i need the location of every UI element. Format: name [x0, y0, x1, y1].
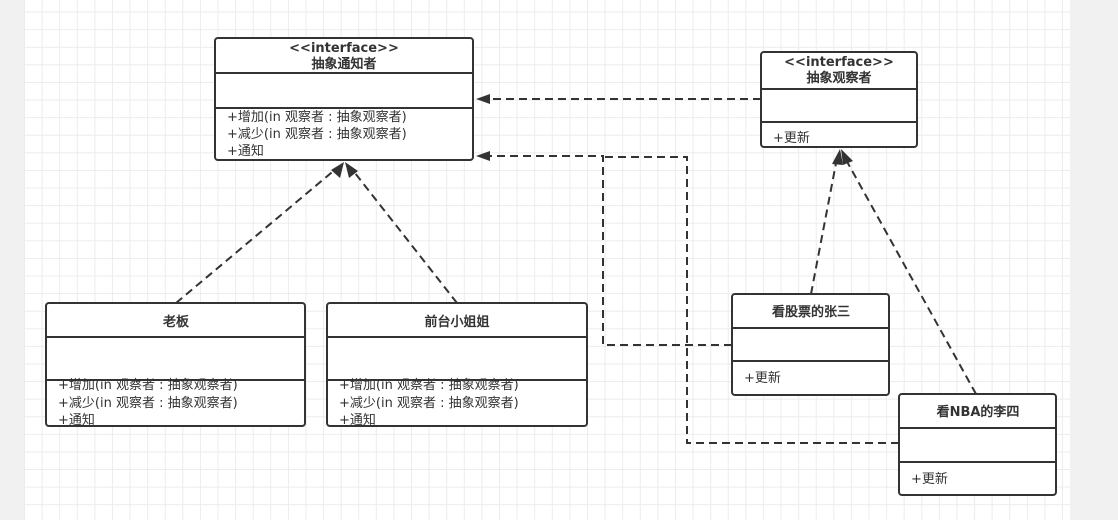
arrowhead-icon: [331, 162, 344, 178]
class-name: 前台小姐姐: [424, 314, 489, 330]
operation: +减少(in 观察者 : 抽象观察者): [58, 396, 238, 411]
arrowhead-icon: [476, 151, 490, 161]
edge-lisi-notifier[interactable]: [603, 156, 899, 444]
edge-boss-notifier[interactable]: [175, 167, 338, 304]
operation: +减少(in 观察者 : 抽象观察者): [227, 127, 407, 142]
class-name: 老板: [162, 314, 190, 330]
operation: +增加(in 观察者 : 抽象观察者): [58, 378, 238, 393]
arrowhead-icon: [841, 149, 853, 165]
class-name: 抽象通知者: [311, 56, 376, 72]
class-observer[interactable]: <<interface>> 抽象观察者 +更新: [760, 51, 918, 148]
operation: +通知: [227, 143, 264, 159]
class-name: 看股票的张三: [772, 304, 850, 320]
edge-zhangsan-notifier[interactable]: [486, 155, 732, 346]
edge-zhangsan-observer[interactable]: [810, 157, 838, 295]
operation: +更新: [744, 370, 781, 386]
class-name: 看NBA的李四: [937, 404, 1020, 420]
class-notifier[interactable]: <<interface>> 抽象通知者 +增加(in 观察者 : 抽象观察者) …: [214, 37, 474, 161]
operation: +更新: [911, 471, 948, 487]
operation: +增加(in 观察者 : 抽象观察者): [339, 378, 519, 393]
operation: +增加(in 观察者 : 抽象观察者): [227, 110, 407, 125]
arrowhead-icon: [832, 149, 843, 165]
class-lisi[interactable]: 看NBA的李四 +更新: [898, 393, 1057, 496]
class-zhangsan[interactable]: 看股票的张三 +更新: [731, 293, 890, 396]
operation: +减少(in 观察者 : 抽象观察者): [339, 396, 519, 411]
operation: +通知: [58, 412, 95, 428]
stereotype: <<interface>>: [289, 41, 399, 56]
edges: [175, 94, 977, 444]
class-boss[interactable]: 老板 +增加(in 观察者 : 抽象观察者) +减少(in 观察者 : 抽象观察…: [45, 302, 306, 428]
operation: +通知: [339, 412, 376, 428]
edge-lisi-observer[interactable]: [844, 157, 977, 395]
class-secretary[interactable]: 前台小姐姐 +增加(in 观察者 : 抽象观察者) +减少(in 观察者 : 抽…: [326, 302, 588, 428]
operation: +更新: [773, 130, 810, 146]
arrowhead-icon: [476, 94, 490, 104]
arrowhead-icon: [345, 162, 358, 178]
class-name: 抽象观察者: [806, 70, 871, 86]
edge-secretary-notifier[interactable]: [350, 167, 458, 304]
stereotype: <<interface>>: [784, 55, 894, 70]
